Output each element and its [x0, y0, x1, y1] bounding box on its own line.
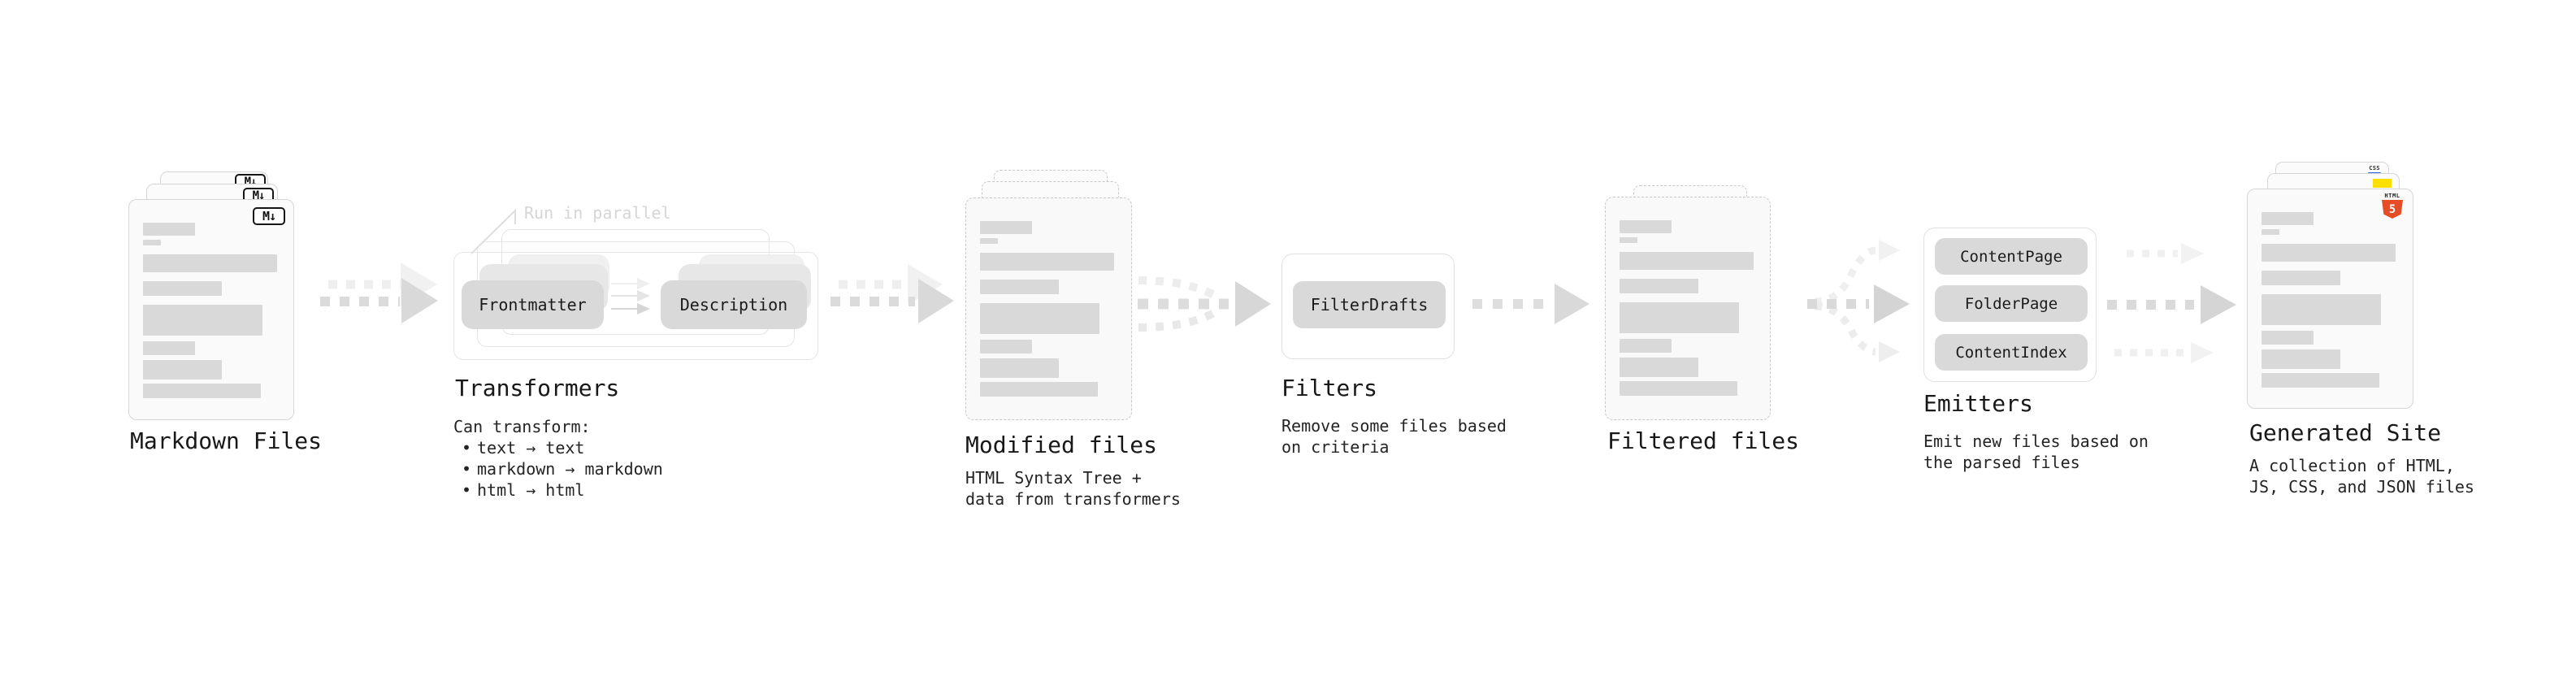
document-skeleton — [2262, 212, 2401, 388]
stage-desc-generated-site: A collection of HTML, JS, CSS, and JSON … — [2249, 456, 2474, 497]
arrow-transformers-to-modified-icon — [830, 264, 954, 323]
stage-filters: FilterDrafts Filters Remove some files b… — [1281, 254, 1550, 497]
html5-icon: HTML 5 — [2381, 193, 2404, 219]
stage-emitters: ContentPage FolderPage ContentIndex Emit… — [1923, 228, 2192, 496]
document-skeleton — [1620, 220, 1759, 396]
stage-generated-site: CSS HTML 5 Generated Site A collection o… — [2247, 159, 2515, 509]
transform-bullet: text → text — [453, 437, 663, 458]
transformer-frame-front — [453, 252, 818, 360]
filterdrafts-pill: FilterDrafts — [1293, 281, 1446, 328]
contentindex-pill: ContentIndex — [1935, 334, 2088, 371]
stage-transformers: Run in parallel Frontmatter Description … — [453, 203, 835, 528]
generated-html-file-card: HTML 5 — [2247, 189, 2413, 409]
transform-bullet: html → html — [453, 479, 663, 501]
contentpage-pill: ContentPage — [1935, 238, 2088, 275]
frontmatter-pill: Frontmatter — [462, 280, 604, 329]
js-icon — [2373, 179, 2392, 188]
markdown-file-card-front: M↓ — [128, 199, 294, 420]
stage-label-emitters: Emitters — [1923, 390, 2033, 417]
description-pill: Description — [661, 280, 807, 329]
folderpage-pill: FolderPage — [1935, 285, 2088, 322]
can-transform-title: Can transform: — [453, 417, 591, 436]
stage-modified-files: Modified files HTML Syntax Tree + data f… — [965, 170, 1209, 519]
stage-markdown-files: M↓ M↓ M↓ Markdown Files — [126, 162, 329, 487]
emitters-card: ContentPage FolderPage ContentIndex — [1923, 228, 2097, 382]
stage-desc-emitters: Emit new files based on the parsed files — [1923, 432, 2149, 472]
stage-label-filters: Filters — [1281, 375, 1378, 401]
stage-label-transformers: Transformers — [455, 375, 620, 401]
filters-card: FilterDrafts — [1281, 254, 1455, 359]
stage-label-generated-site: Generated Site — [2249, 419, 2442, 446]
stage-desc-filters: Remove some files based on criteria — [1281, 416, 1507, 457]
filtered-file-card-front — [1605, 197, 1771, 420]
document-skeleton — [980, 221, 1120, 397]
stage-filtered-files: Filtered files — [1605, 185, 1832, 478]
transform-bullet: markdown → markdown — [453, 458, 663, 479]
run-in-parallel-annotation: Run in parallel — [524, 203, 671, 223]
markdown-icon: M↓ — [253, 207, 285, 225]
transform-bullet-list: text → text markdown → markdown html → h… — [453, 437, 663, 501]
stage-label-filtered-files: Filtered files — [1607, 427, 1800, 454]
stage-label-markdown-files: Markdown Files — [130, 427, 323, 454]
document-skeleton — [143, 223, 282, 398]
arrow-markdown-to-transformers-icon — [320, 262, 438, 323]
modified-file-card-front — [965, 197, 1132, 420]
stage-desc-modified-files: HTML Syntax Tree + data from transformer… — [965, 468, 1181, 509]
stage-label-modified-files: Modified files — [965, 432, 1158, 458]
